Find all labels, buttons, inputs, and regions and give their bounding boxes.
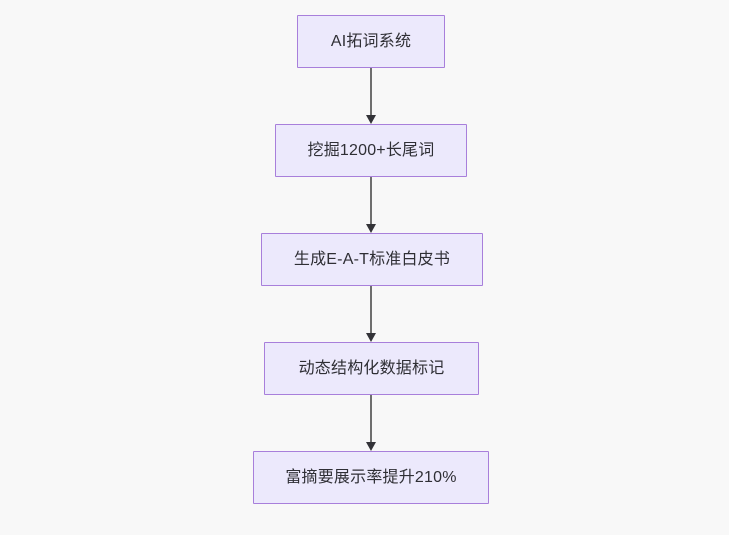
arrowhead-icon bbox=[366, 442, 376, 451]
flow-node-label: AI拓词系统 bbox=[330, 32, 412, 50]
edge-n1-n2 bbox=[366, 66, 376, 124]
flow-node-rich-snippet-rate-increase[interactable]: 富摘要展示率提升210% bbox=[253, 451, 489, 504]
arrowhead-icon bbox=[366, 333, 376, 342]
arrowhead-icon bbox=[366, 115, 376, 124]
flow-node-label: 富摘要展示率提升210% bbox=[285, 468, 457, 486]
flow-node-mine-longtail-keywords[interactable]: 挖掘1200+长尾词 bbox=[275, 124, 467, 177]
flow-node-dynamic-structured-data-markup[interactable]: 动态结构化数据标记 bbox=[264, 342, 479, 395]
arrowhead-icon bbox=[366, 224, 376, 233]
edge-n3-n4 bbox=[366, 284, 376, 342]
flow-node-ai-keyword-system[interactable]: AI拓词系统 bbox=[297, 15, 445, 68]
flow-node-label: 挖掘1200+长尾词 bbox=[307, 141, 435, 159]
edge-n4-n5 bbox=[366, 393, 376, 451]
flow-node-label: 动态结构化数据标记 bbox=[298, 359, 445, 377]
flow-node-label: 生成E-A-T标准白皮书 bbox=[293, 250, 451, 268]
edge-n2-n3 bbox=[366, 175, 376, 233]
flow-node-generate-eat-whitepaper[interactable]: 生成E-A-T标准白皮书 bbox=[261, 233, 483, 286]
